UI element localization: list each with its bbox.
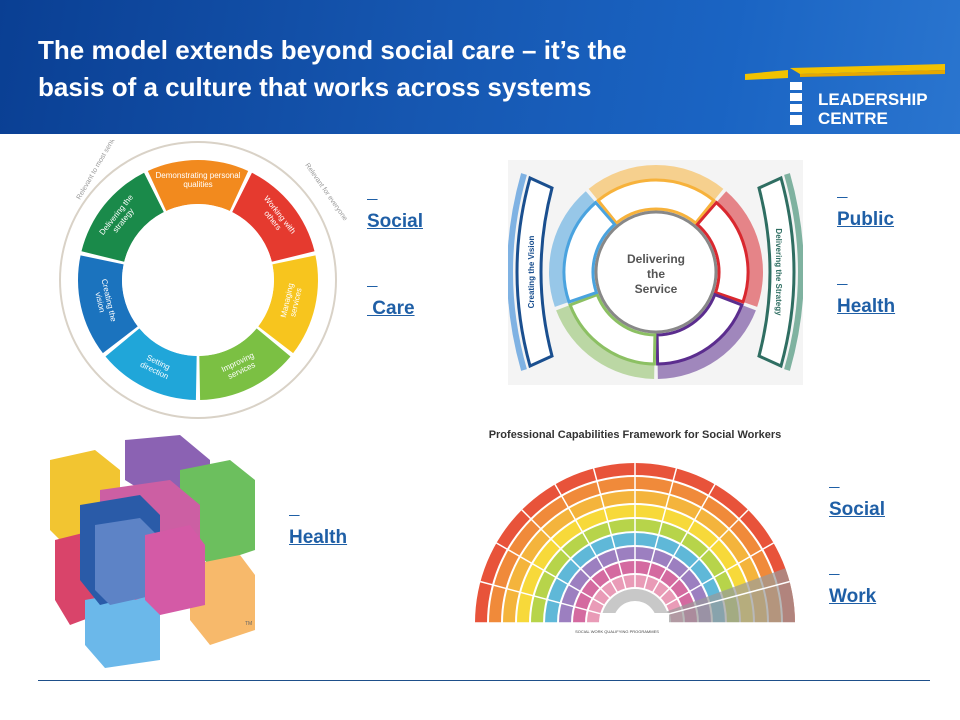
health-cube: TM [50,435,255,668]
pcf-ring [559,547,711,623]
link-health[interactable]: Health [289,465,347,581]
title-line-1: The model extends beyond social care – i… [38,35,627,65]
link-social-care[interactable]: Social Care [367,149,423,352]
pcf-ring [573,561,697,623]
link-social-work-line2[interactable]: Work [829,586,877,607]
leadership-centre-logo [745,64,945,125]
ph-center-3: Service [635,282,678,296]
pcf-spoke [480,580,603,615]
link-public-health-line2[interactable]: Health [837,296,896,317]
ph-inner-segment [595,178,717,226]
link-public-health[interactable]: Public Health [837,147,895,350]
pcf-spoke [667,580,790,615]
pcf-spoke [658,509,749,600]
logo-line-1: LEADERSHIP [818,90,928,109]
social-care-segment [78,255,138,354]
link-social-work-line1[interactable]: Social [829,499,885,520]
ph-outer-band [717,191,763,307]
pcf-title: Professional Capabilities Framework for … [489,429,782,441]
logo-line-2: CENTRE [818,109,888,128]
ph-center-2: the [647,267,665,281]
pcf-base-box [601,613,669,623]
ph-inner-segment [655,292,744,366]
footer-divider [38,680,930,681]
pcf-ring [531,519,739,623]
social-care-segment [147,160,249,211]
pcf-spoke [554,484,619,594]
link-health-line1[interactable]: Health [289,527,348,548]
pcf-ring [545,533,725,623]
social-care-segment [105,328,197,400]
ph-inner-segment [695,200,750,304]
social-care-outer-right: Relevant for everyone [303,162,348,222]
pcf-ring [601,589,669,623]
ph-left-arc: Creating the Vision [527,236,536,309]
pcf-ring [587,575,683,623]
social-care-segment [232,172,315,262]
ph-inner-segment [568,292,657,366]
ph-outer-band [549,191,595,307]
ph-outer-band [556,305,655,379]
ph-outer-band [588,165,724,200]
title-line-2: basis of a culture that works across sys… [38,72,592,102]
link-public-health-line1[interactable]: Public [837,209,895,230]
pcf-spoke [496,542,606,607]
pcf-grey-band [666,568,795,623]
pcf-spoke [664,542,774,607]
ph-right-arc: Delivering the Strategy [774,228,783,316]
pcf-spoke [592,468,627,591]
link-social-care-line1[interactable]: Social [367,211,423,232]
pcf-spoke [521,509,612,600]
social-care-segment [199,328,291,400]
svg-text:TM: TM [245,621,252,627]
ph-inner-segment [562,200,617,304]
pcf-ring [517,505,753,623]
social-care-segment [258,255,318,354]
link-social-work[interactable]: Social Work [829,437,885,640]
pcf-spoke [643,468,678,591]
ph-outer-band [657,305,756,379]
ph-center-1: Delivering [627,252,685,266]
public-health-wheel: Delivering the Service Creating the Visi… [508,160,803,385]
link-social-care-line2[interactable]: Care [367,298,415,319]
pcf-spoke [651,484,716,594]
pcf-rainbow: Professional Capabilities Framework for … [475,429,795,634]
pcf-base: SOCIAL WORK QUALIFYING PROGRAMMES [575,629,659,634]
logo-wordmark: LEADERSHIP CENTRE [818,90,928,128]
slide-title: The model extends beyond social care – i… [38,32,738,106]
social-care-segment [81,172,164,262]
